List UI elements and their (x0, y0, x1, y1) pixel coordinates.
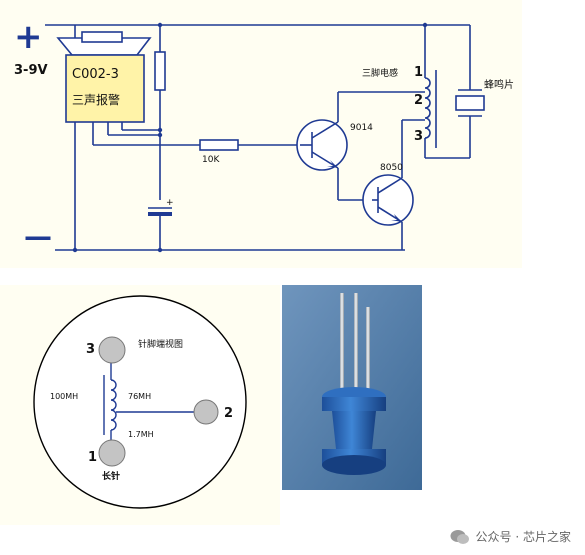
supply-minus: — (24, 220, 52, 253)
transistor-8050-label: 8050 (380, 163, 403, 173)
ic-description: 三声报警 (72, 92, 120, 107)
buzzer-label: 蜂鸣片 (484, 78, 514, 91)
supply-plus: + (14, 17, 43, 57)
wechat-icon (450, 529, 469, 544)
watermark: 公众号 · 芯片之家 (450, 528, 571, 545)
long-pin-label: 长针 (102, 470, 120, 482)
pinout-pin-2: 2 (224, 406, 233, 421)
inductor-pinout-diagram: 针脚端视图 3 2 1 100MH 76MH 1.7MH 长针 (0, 285, 280, 525)
ic-part-number: C002-3 (72, 67, 119, 82)
inductor-pin-3: 3 (414, 129, 423, 144)
inductance-total: 100MH (50, 392, 78, 401)
inductor-pin-1: 1 (414, 65, 423, 80)
inductance-upper: 76MH (128, 392, 151, 401)
inductance-lower: 1.7MH (128, 430, 154, 439)
inductor-label: 三脚电感 (362, 67, 398, 79)
pin-2-pad (193, 399, 219, 425)
circuit-schematic: + 3-9V — C002-3 三声报警 + 10K 9014 8050 三脚电… (0, 0, 522, 268)
capacitor-polarity: + (166, 198, 174, 208)
inductor-pin-2: 2 (414, 93, 423, 108)
pin-3-pad (98, 336, 126, 364)
pinout-pin-1: 1 (88, 450, 97, 465)
pinout-pin-3: 3 (86, 342, 95, 357)
pinout-title: 针脚端视图 (138, 338, 183, 350)
supply-voltage: 3-9V (14, 63, 48, 78)
resistor-10k-label: 10K (202, 155, 220, 165)
inductor-photo (282, 285, 422, 490)
watermark-text: 公众号 · 芯片之家 (475, 530, 571, 544)
transistor-9014-label: 9014 (350, 123, 373, 133)
pin-1-pad (98, 439, 126, 467)
inductor-body (322, 387, 386, 475)
